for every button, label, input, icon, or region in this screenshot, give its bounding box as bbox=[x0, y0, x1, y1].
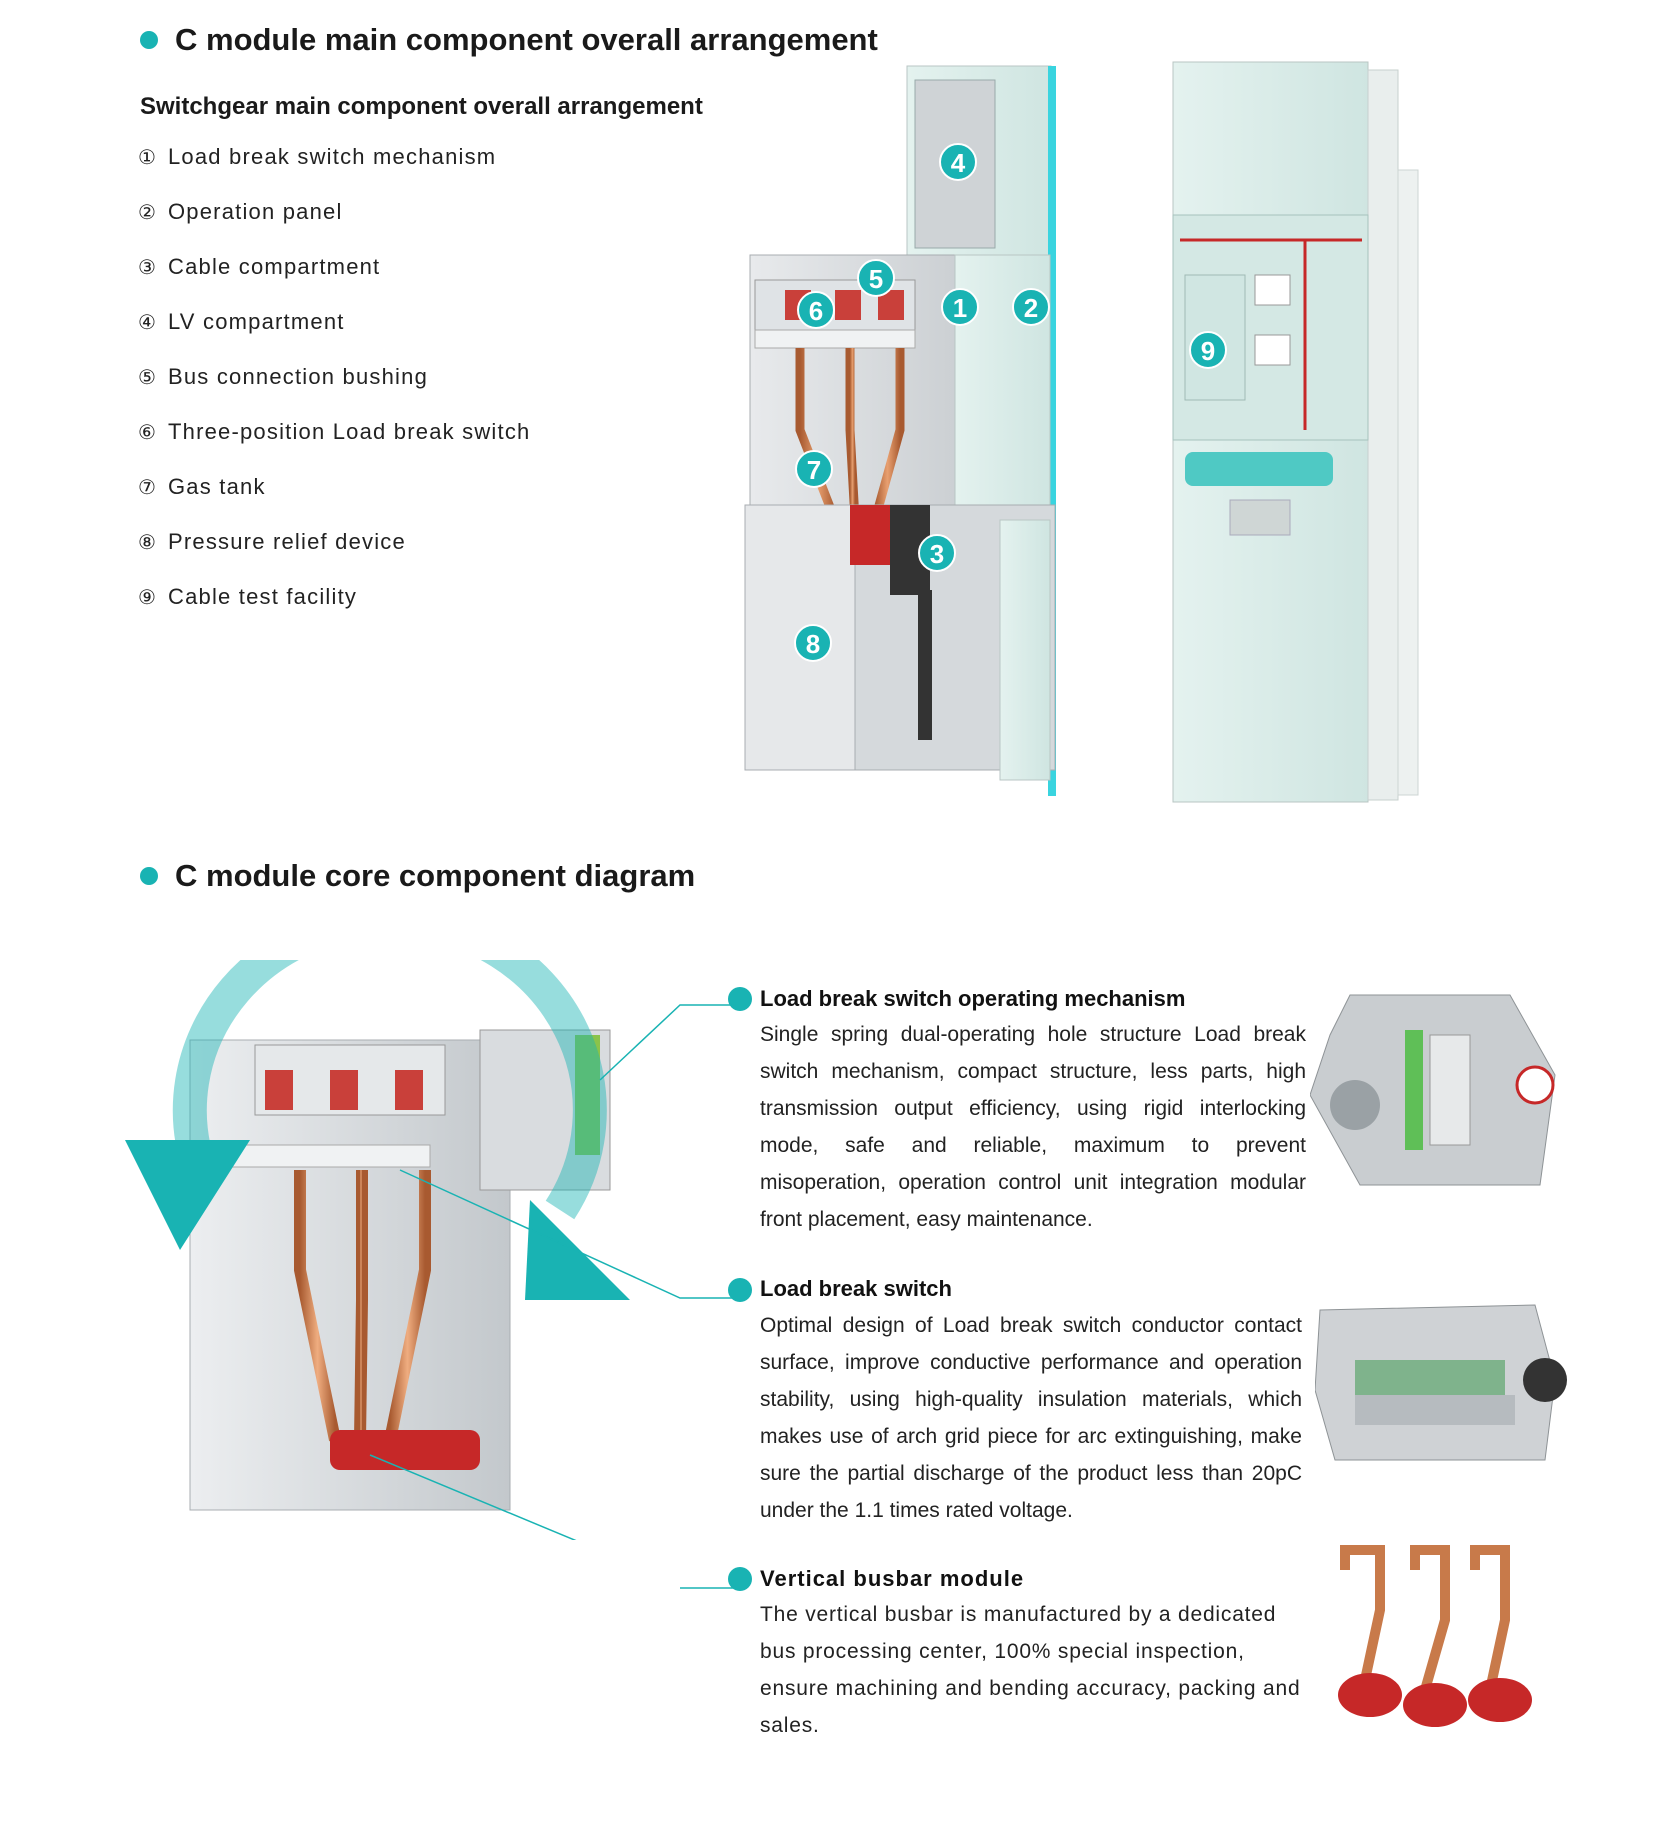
callout-badge-5: 5 bbox=[857, 259, 895, 297]
svg-text:9: 9 bbox=[1201, 336, 1215, 366]
callout-badge-6: 6 bbox=[797, 291, 835, 329]
feature-body-switch: Optimal design of Load break switch cond… bbox=[760, 1314, 1302, 1522]
svg-text:5: 5 bbox=[869, 264, 883, 294]
feature-dot-icon bbox=[728, 987, 752, 1011]
callout-badge-8: 8 bbox=[794, 624, 832, 662]
svg-text:1: 1 bbox=[953, 293, 967, 323]
feature-body-busbar: The vertical busbar is manufactured by a… bbox=[760, 1603, 1301, 1737]
callout-badge-7: 7 bbox=[795, 450, 833, 488]
load-break-switch-photo bbox=[1315, 1304, 1567, 1461]
feature-dot-icon bbox=[728, 1278, 752, 1302]
section1-bullet-icon bbox=[140, 31, 158, 49]
section2-bullet-icon bbox=[140, 867, 158, 885]
feature-dot-icon bbox=[728, 1567, 752, 1591]
svg-text:3: 3 bbox=[930, 539, 944, 569]
busbar-photo bbox=[1338, 1545, 1532, 1727]
svg-text:6: 6 bbox=[809, 296, 823, 326]
mechanism-photo bbox=[1310, 994, 1556, 1186]
feature-title-mechanism: Load break switch operating mechanism bbox=[760, 986, 1186, 1011]
svg-text:8: 8 bbox=[806, 629, 820, 659]
callout-badge-3: 3 bbox=[918, 534, 956, 572]
section1-subtitle: Switchgear main component overall arrang… bbox=[140, 93, 703, 120]
callout-badge-9: 9 bbox=[1189, 331, 1227, 369]
section1-title: C module main component overall arrangem… bbox=[175, 22, 878, 57]
section2-title: C module core component diagram bbox=[175, 858, 696, 893]
callout-badge-1: 1 bbox=[941, 288, 979, 326]
svg-text:4: 4 bbox=[951, 148, 966, 178]
svg-text:2: 2 bbox=[1024, 293, 1038, 323]
callout-badge-4: 4 bbox=[939, 143, 977, 181]
callout-badge-2: 2 bbox=[1012, 288, 1050, 326]
core-component-illustration bbox=[125, 960, 742, 1540]
switchgear-illustration: 4 5 6 1 2 7 3 8 9 bbox=[744, 61, 1419, 803]
feature-body-mechanism: Single spring dual-operating hole struct… bbox=[760, 1023, 1306, 1231]
svg-text:7: 7 bbox=[807, 455, 821, 485]
feature-title-busbar: Vertical busbar module bbox=[760, 1566, 1025, 1591]
feature-title-switch: Load break switch bbox=[760, 1276, 952, 1301]
